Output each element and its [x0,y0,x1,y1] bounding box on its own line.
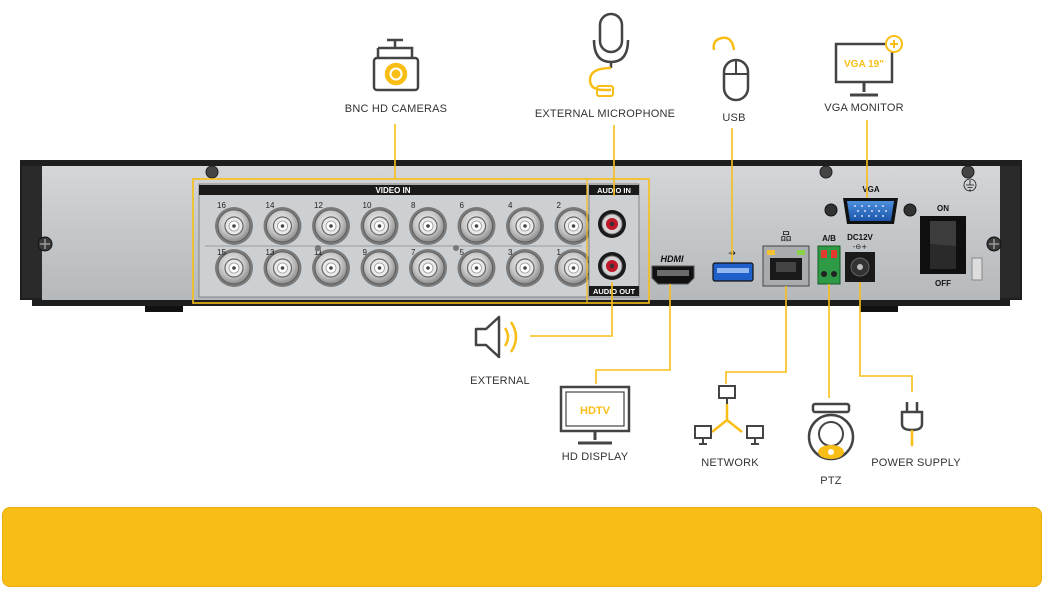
bnc-port-number: 12 [314,201,323,210]
hdmi-port[interactable] [651,265,695,285]
bnc-port[interactable] [360,207,399,245]
vga-monitor-icon: VGA 19" [834,35,903,97]
dc12v-label: DC12V [847,233,873,242]
bnc-cameras-label: BNC HD CAMERAS [345,103,447,115]
ethernet-port[interactable] [762,245,810,287]
hdmi-label: HDMI [661,254,684,264]
ptz-ab-terminal[interactable] [817,245,841,285]
bnc-port[interactable] [215,207,253,245]
bnc-port[interactable] [360,249,399,287]
external-label: EXTERNAL [470,375,530,387]
screw-icon [819,165,833,179]
network-label: NETWORK [701,457,759,469]
vga-label: VGA [862,185,880,194]
bnc-port-number: 1 [557,248,562,257]
usb-mouse-icon [712,36,750,102]
video-in-label: VIDEO IN [375,186,410,195]
bnc-port-row-bottom: 15 13 11 9 7 5 3 1 [215,248,593,287]
bnc-port[interactable] [409,207,447,245]
ground-icon [963,178,977,192]
screw-icon [315,245,321,251]
audio-out-port[interactable] [598,252,626,280]
external-microphone-label: EXTERNAL MICROPHONE [535,108,675,120]
bnc-camera-icon [372,38,420,92]
hd-display-screen-text: HDTV [580,405,611,417]
bnc-port-number: 4 [508,201,513,210]
video-audio-highlight [192,178,650,304]
screw-icon [453,245,459,251]
bnc-port-number: 16 [217,201,226,210]
speaker-icon [474,315,518,359]
bnc-port-number: 2 [557,201,562,210]
bnc-port[interactable] [263,207,302,245]
bnc-port[interactable] [554,249,593,287]
bnc-port-number: 7 [411,248,416,257]
power-supply-label: POWER SUPPLY [871,457,961,469]
bnc-port[interactable] [457,249,496,287]
screw-icon [37,236,53,252]
bnc-port[interactable] [457,207,496,245]
bnc-port-number: 14 [266,201,275,210]
network-icon [694,385,764,445]
audio-out-label: AUDIO OUT [593,287,636,296]
switch-off-label: OFF [935,279,951,288]
bnc-port[interactable] [506,249,544,287]
vga-port[interactable] [824,198,917,224]
network-symbol-icon: 品 [781,230,792,243]
bnc-port[interactable] [409,249,447,287]
bnc-port-number: 10 [363,201,372,210]
bnc-port[interactable] [554,207,593,245]
yellow-banner [2,507,1042,587]
connector-lines [394,120,913,398]
external-microphone-icon [588,12,630,97]
power-plug-icon [900,402,924,446]
bnc-port-row-top: 16 14 12 10 8 6 4 2 [215,201,593,245]
screw-icon [205,165,219,179]
hd-display-label: HD DISPLAY [562,451,629,463]
bnc-port-number: 5 [460,248,465,257]
screw-icon [961,165,975,179]
bnc-port-number: 13 [266,248,275,257]
polarity-icon: -⊖+ [853,243,867,251]
ab-label: A/B [822,234,836,243]
bnc-port-number: 11 [314,248,323,257]
audio-in-port[interactable] [598,210,626,238]
bnc-port[interactable] [312,207,350,245]
bnc-port[interactable] [215,249,253,287]
switch-on-label: ON [937,204,949,213]
bnc-port[interactable] [263,249,302,287]
bnc-port[interactable] [506,207,544,245]
bnc-port-number: 9 [363,248,368,257]
vga-monitor-screen-text: VGA 19" [844,59,884,70]
dc-power-jack[interactable] [845,252,875,282]
dvr-rear-panel: VIDEO IN 16 14 12 10 8 6 4 2 15 13 11 9 7 5 3 1 AUDIO … [20,160,1022,312]
vga-monitor-label: VGA MONITOR [824,102,904,114]
bnc-port[interactable] [312,249,350,287]
screw-icon [986,236,1002,252]
bnc-port-number: 6 [460,201,465,210]
usb-port[interactable] [712,262,754,282]
ptz-label: PTZ [820,475,841,487]
ptz-camera-icon [807,402,855,461]
hd-display-icon: HDTV [559,385,631,445]
power-switch[interactable] [920,216,966,274]
bnc-port-number: 8 [411,201,416,210]
bnc-port-number: 15 [217,248,226,257]
bnc-port-number: 3 [508,248,513,257]
usb-label: USB [722,112,745,124]
